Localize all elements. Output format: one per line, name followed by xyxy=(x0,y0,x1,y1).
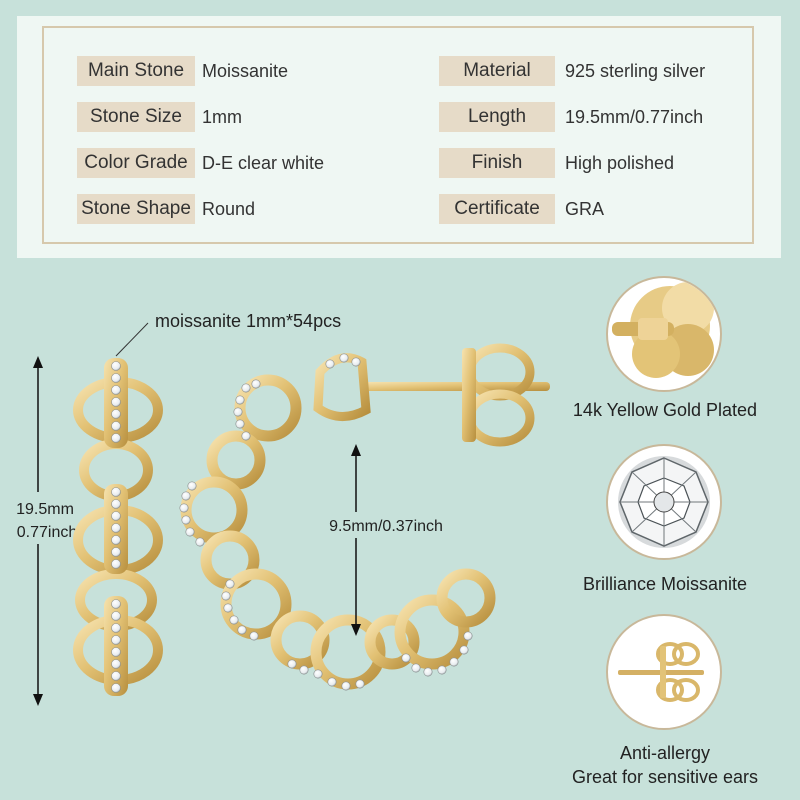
inner-dimension-arrow xyxy=(305,444,455,636)
diamond-icon xyxy=(606,444,722,560)
stone-callout: moissanite 1mm*54pcs xyxy=(155,311,341,331)
spec-label-length: Length xyxy=(439,102,555,132)
product-illustration: 19.5mm 0.77inch moissanite 1mm*54pcs xyxy=(16,311,550,706)
height-dimension-arrow xyxy=(20,356,60,706)
feature-gold-label: 14k Yellow Gold Plated xyxy=(572,400,758,420)
earring-post xyxy=(360,382,550,391)
callout-leader-line xyxy=(115,322,149,357)
spec-value-finish: High polished xyxy=(565,153,675,173)
spec-value-certificate: GRA xyxy=(565,199,605,219)
feature-anti-allergy-label: Anti-allergy xyxy=(619,743,711,763)
spec-label-material: Material xyxy=(439,56,555,86)
height-mm-label: 19.5mm xyxy=(16,501,74,518)
ear-post-icon xyxy=(606,614,722,730)
spec-label-color-grade: Color Grade xyxy=(77,148,195,178)
earring-side-view xyxy=(73,358,163,696)
feature-sensitive-ears-label: Great for sensitive ears xyxy=(571,767,759,787)
spec-value-main-stone: Moissanite xyxy=(202,61,289,81)
height-inch-label: 0.77inch xyxy=(17,524,78,541)
spec-label-main-stone: Main Stone xyxy=(77,56,195,86)
spec-label-stone-size: Stone Size xyxy=(77,102,195,132)
feature-moissanite-label: Brilliance Moissanite xyxy=(582,574,748,594)
spec-value-stone-size: 1mm xyxy=(202,107,242,127)
spec-value-stone-shape: Round xyxy=(202,199,256,219)
gold-backing-icon xyxy=(606,276,722,392)
spec-value-material: 925 sterling silver xyxy=(565,61,706,81)
spec-frame xyxy=(42,26,754,244)
earring-front-view xyxy=(179,343,550,691)
spec-label-certificate: Certificate xyxy=(439,194,555,224)
spec-label-stone-shape: Stone Shape xyxy=(77,194,195,224)
spec-value-length: 19.5mm/0.77inch xyxy=(565,107,704,127)
spec-label-finish: Finish xyxy=(439,148,555,178)
inner-dimension-label: 9.5mm/0.37inch xyxy=(329,518,443,535)
butterfly-back xyxy=(462,343,535,447)
spec-value-color-grade: D-E clear white xyxy=(202,153,325,173)
spec-panel: Main Stone Moissanite Stone Size 1mm Col… xyxy=(17,16,781,258)
